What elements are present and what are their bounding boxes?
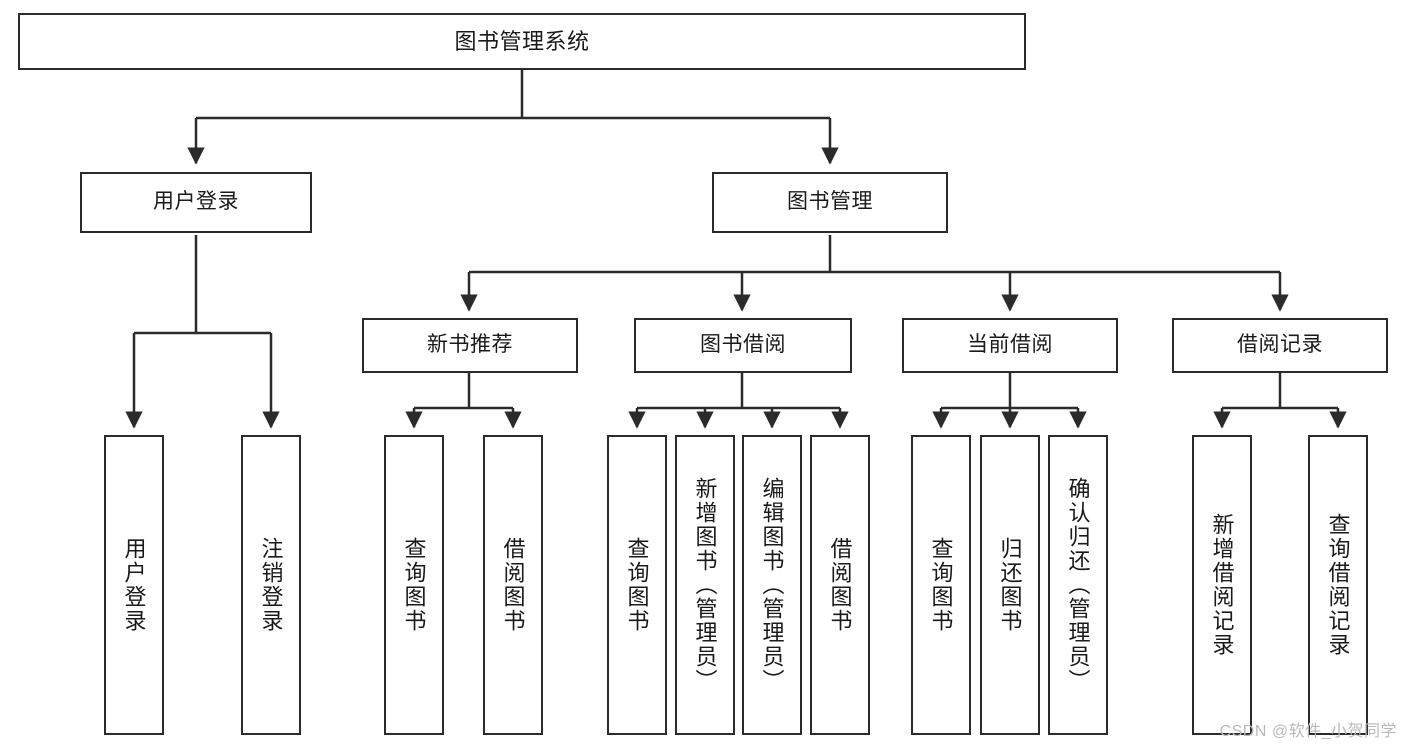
node-leaf-confirm-return[interactable]: 确认归还（管理员）: [1048, 435, 1108, 735]
node-current-borrow[interactable]: 当前借阅: [902, 318, 1118, 373]
node-leaf-logout-label: 注销登录: [258, 537, 284, 633]
node-new-book-rec-label: 新书推荐: [427, 333, 513, 357]
node-leaf-add-book[interactable]: 新增图书（管理员）: [675, 435, 735, 735]
node-borrow-record-label: 借阅记录: [1237, 333, 1323, 357]
node-leaf-query-book-2-label: 查询图书: [624, 537, 650, 633]
node-user-login-label: 用户登录: [153, 190, 239, 214]
node-leaf-borrow-book-2[interactable]: 借阅图书: [810, 435, 870, 735]
node-leaf-edit-book-label: 编辑图书（管理员）: [759, 477, 785, 693]
node-user-login[interactable]: 用户登录: [80, 172, 312, 233]
node-root-label: 图书管理系统: [454, 28, 590, 54]
node-leaf-add-record[interactable]: 新增借阅记录: [1192, 435, 1252, 735]
node-current-borrow-label: 当前借阅: [967, 333, 1053, 357]
node-borrow-record[interactable]: 借阅记录: [1172, 318, 1388, 373]
node-leaf-query-record-label: 查询借阅记录: [1325, 513, 1351, 657]
node-leaf-borrow-book-1-label: 借阅图书: [500, 537, 526, 633]
node-leaf-logout[interactable]: 注销登录: [241, 435, 301, 735]
node-leaf-query-book-1-label: 查询图书: [401, 537, 427, 633]
node-book-manage[interactable]: 图书管理: [712, 172, 948, 233]
node-leaf-query-book-2[interactable]: 查询图书: [607, 435, 667, 735]
node-leaf-edit-book[interactable]: 编辑图书（管理员）: [742, 435, 802, 735]
node-book-borrow[interactable]: 图书借阅: [634, 318, 852, 373]
node-leaf-query-book-3[interactable]: 查询图书: [911, 435, 971, 735]
node-new-book-rec[interactable]: 新书推荐: [362, 318, 578, 373]
node-leaf-query-book-1[interactable]: 查询图书: [384, 435, 444, 735]
node-leaf-return-book[interactable]: 归还图书: [980, 435, 1040, 735]
node-leaf-return-book-label: 归还图书: [997, 537, 1023, 633]
node-book-manage-label: 图书管理: [787, 190, 873, 214]
node-leaf-borrow-book-2-label: 借阅图书: [827, 537, 853, 633]
node-leaf-borrow-book-1[interactable]: 借阅图书: [483, 435, 543, 735]
node-leaf-user-login-label: 用户登录: [121, 537, 147, 633]
node-leaf-confirm-return-label: 确认归还（管理员）: [1065, 477, 1091, 693]
node-leaf-query-record[interactable]: 查询借阅记录: [1308, 435, 1368, 735]
node-leaf-add-record-label: 新增借阅记录: [1209, 513, 1235, 657]
node-leaf-user-login[interactable]: 用户登录: [104, 435, 164, 735]
watermark: CSDN @软件_小贺同学: [1219, 723, 1397, 740]
node-book-borrow-label: 图书借阅: [700, 333, 786, 357]
node-root[interactable]: 图书管理系统: [18, 13, 1026, 70]
node-leaf-query-book-3-label: 查询图书: [928, 537, 954, 633]
node-leaf-add-book-label: 新增图书（管理员）: [692, 477, 718, 693]
